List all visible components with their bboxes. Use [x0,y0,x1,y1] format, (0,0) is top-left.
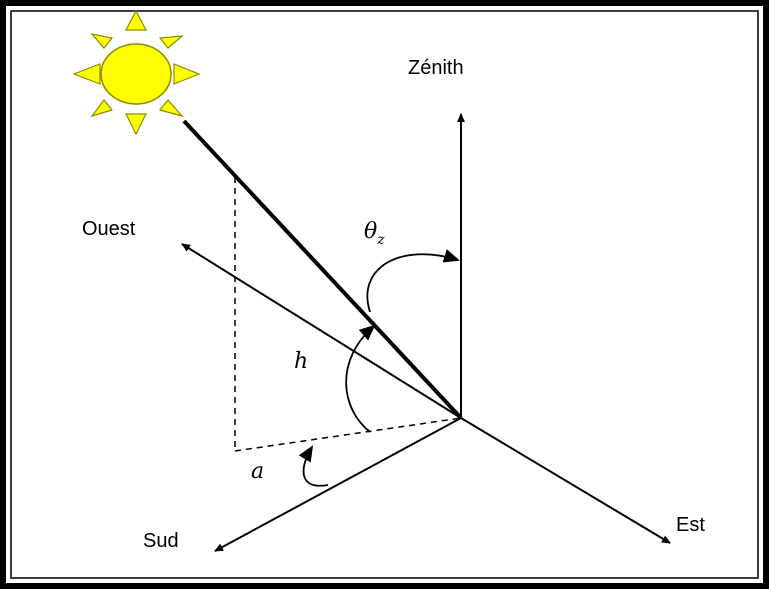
east-axis [460,417,671,544]
sun-ray [182,119,463,420]
altitude-angle-label: h [294,349,308,374]
inner-frame [10,10,759,579]
west-axis [181,243,462,419]
projection-horizontal-dashed [234,417,462,452]
zenith-angle-label: θz [364,219,385,248]
east-label: Est [676,514,705,536]
zenith-label: Zénith [408,57,464,79]
south-label: Sud [143,530,179,552]
azimuth-angle-arc [298,445,329,487]
azimuth-angle-label: a [251,459,264,484]
zenith-angle-arc [366,249,460,313]
south-axis [214,417,462,552]
sun-icon [72,9,201,136]
altitude-angle-arc [345,324,376,433]
west-label: Ouest [82,218,136,240]
